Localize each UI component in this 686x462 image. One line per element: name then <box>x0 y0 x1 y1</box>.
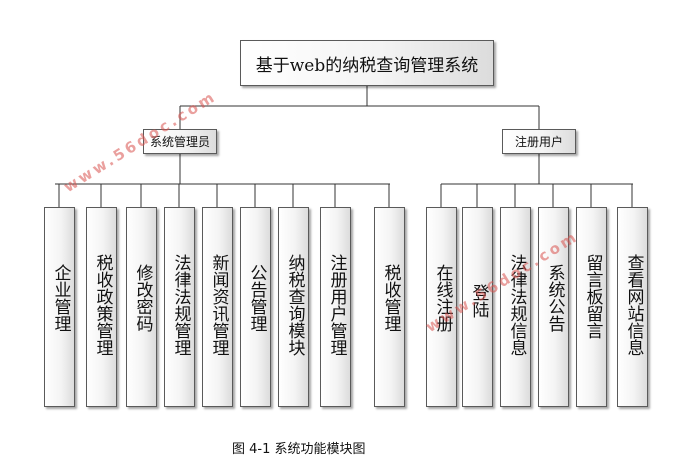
module-label: 法律法规管理 <box>170 254 191 356</box>
root-label: 基于web的纳税查询管理系统 <box>255 55 479 76</box>
module-label: 新闻资讯管理 <box>208 254 229 356</box>
module-node: 注册用户管理 <box>320 207 351 407</box>
module-node: 查看网站信息 <box>617 207 648 407</box>
module-label: 系统公告 <box>544 264 565 332</box>
module-label: 法律法规信息 <box>506 254 527 356</box>
module-label: 注册用户管理 <box>326 254 347 356</box>
module-label: 留言板留言 <box>582 254 603 339</box>
module-label: 税收政策管理 <box>92 254 113 356</box>
module-label: 修改密码 <box>132 264 153 332</box>
module-node: 登陆 <box>462 207 493 407</box>
module-label: 税收管理 <box>380 264 401 332</box>
group-node-user: 注册用户 <box>502 129 576 154</box>
module-node: 企业管理 <box>44 207 75 407</box>
module-node: 留言板留言 <box>576 207 607 407</box>
module-node: 在线注册 <box>426 207 457 407</box>
module-node: 法律法规信息 <box>500 207 531 407</box>
module-node: 税收政策管理 <box>86 207 117 407</box>
module-label: 纳税查询模块 <box>284 254 305 356</box>
module-label: 登陆 <box>468 284 489 318</box>
group-label-user: 注册用户 <box>514 135 563 149</box>
module-node: 系统公告 <box>538 207 569 407</box>
root-node: 基于web的纳税查询管理系统 <box>240 40 494 86</box>
module-label: 在线注册 <box>432 264 453 332</box>
module-node: 修改密码 <box>126 207 157 407</box>
module-node: 新闻资讯管理 <box>202 207 233 407</box>
module-label: 查看网站信息 <box>623 254 644 356</box>
module-label: 企业管理 <box>50 264 71 332</box>
module-label: 公告管理 <box>246 264 267 332</box>
module-node: 公告管理 <box>240 207 271 407</box>
module-node: 法律法规管理 <box>164 207 195 407</box>
module-node: 纳税查询模块 <box>278 207 309 407</box>
group-label-admin: 系统管理员 <box>149 135 210 149</box>
figure-caption: 图 4-1 系统功能模块图 <box>232 442 366 457</box>
group-node-admin: 系统管理员 <box>143 129 217 154</box>
module-node: 税收管理 <box>374 207 405 407</box>
